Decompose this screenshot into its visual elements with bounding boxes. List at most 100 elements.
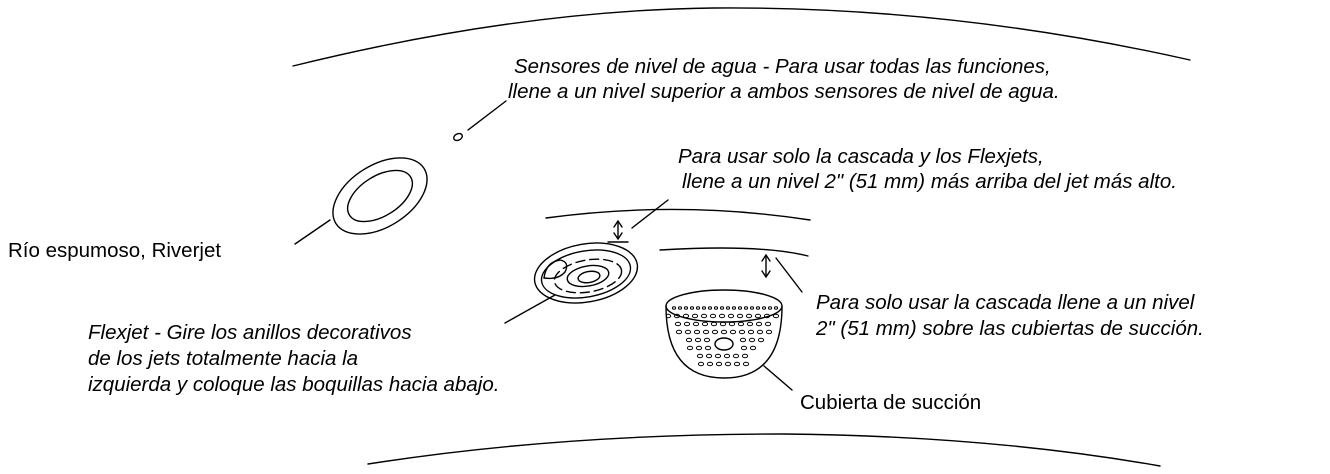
- suction-hole: [686, 345, 694, 351]
- suction-hole: [704, 345, 712, 351]
- suction-hole: [682, 313, 690, 319]
- cascade-only-leader-line: [775, 257, 803, 293]
- riverjet-fitting: [332, 157, 428, 235]
- suction-hole: [714, 299, 717, 301]
- suction-hole: [700, 313, 708, 319]
- suction-hole: [756, 329, 764, 335]
- suction-hole: [755, 306, 761, 310]
- suction-hole: [728, 321, 736, 327]
- suction-hole: [694, 337, 702, 343]
- suction-hole: [736, 313, 744, 319]
- suction-hole: [757, 337, 765, 343]
- suction-hole: [703, 337, 711, 343]
- suction-hole: [666, 313, 672, 319]
- suction-hole: [675, 329, 683, 335]
- suction-hole: [737, 306, 743, 310]
- water-level-sensor: [453, 132, 463, 142]
- cascade-only-label-line1: Para solo usar la cascada llene a un niv…: [816, 291, 1195, 314]
- riverjet-leader-line: [294, 219, 331, 245]
- water-level-line-lower: [659, 247, 809, 257]
- suction-hole: [689, 306, 695, 310]
- suction-hole: [749, 345, 757, 351]
- suction-cover-leader-line: [763, 365, 793, 391]
- suction-hole: [754, 313, 762, 319]
- suction-hole: [683, 321, 691, 327]
- suction-hole: [718, 313, 726, 319]
- suction-hole: [702, 329, 710, 335]
- suction-hole: [733, 361, 741, 367]
- suction-hole: [702, 299, 705, 301]
- suction-hole: [684, 329, 692, 335]
- sensors-label-line1: Sensores de nivel de agua - Para usar to…: [514, 55, 1051, 78]
- suction-hole: [731, 306, 737, 310]
- flexjet-fitting: [533, 242, 639, 304]
- suction-hole: [706, 361, 714, 367]
- flexjet-leader-line: [504, 294, 556, 324]
- suction-cover: [665, 289, 783, 379]
- suction-hole: [701, 321, 709, 327]
- suction-hole: [678, 299, 681, 301]
- suction-hole: [709, 313, 717, 319]
- suction-hole: [726, 299, 729, 301]
- suction-hole: [697, 361, 705, 367]
- suction-hole: [685, 337, 693, 343]
- suction-hole: [701, 306, 707, 310]
- sensor-leader-line: [467, 100, 507, 131]
- flexjet-label-line3: izquierda y coloque las boquillas hacia …: [88, 373, 500, 396]
- suction-hole: [692, 321, 700, 327]
- suction-hole: [768, 299, 771, 301]
- suction-hole: [684, 299, 687, 301]
- suction-hole: [750, 299, 753, 301]
- suction-hole: [695, 306, 701, 310]
- riverjet-label: Río espumoso, Riverjet: [8, 239, 222, 262]
- suction-hole: [671, 306, 677, 310]
- suction-hole: [738, 299, 741, 301]
- suction-hole: [756, 299, 759, 301]
- cascade-flexjets-leader-line: [631, 199, 669, 229]
- suction-hole: [696, 353, 704, 359]
- spa-rim-bottom: [367, 433, 1161, 467]
- suction-hole: [720, 329, 728, 335]
- suction-hole: [715, 361, 723, 367]
- suction-hole: [744, 299, 747, 301]
- suction-hole: [710, 321, 718, 327]
- suction-hole: [672, 299, 675, 301]
- suction-hole: [742, 361, 750, 367]
- suction-hole: [732, 299, 735, 301]
- cascade-flexjets-label-line2: llene a un nivel 2" (51 mm) más arriba d…: [682, 170, 1177, 193]
- suction-hole: [762, 299, 765, 301]
- suction-hole: [761, 306, 767, 310]
- suction-hole: [743, 306, 749, 310]
- suction-hole: [725, 306, 731, 310]
- suction-hole: [707, 306, 713, 310]
- suction-hole: [767, 306, 773, 310]
- cascade-flexjets-label-line1: Para usar solo la cascada y los Flexjets…: [678, 145, 1044, 168]
- spa-rim-top: [292, 7, 1191, 67]
- suction-hole: [711, 329, 719, 335]
- suction-hole: [763, 313, 771, 319]
- suction-hole: [747, 329, 755, 335]
- sensors-label-line2: llene a un nivel superior a ambos sensor…: [508, 80, 1060, 103]
- suction-hole: [764, 321, 772, 327]
- suction-hole: [741, 353, 749, 359]
- suction-hole: [696, 299, 699, 301]
- water-level-line-upper: [545, 208, 811, 221]
- suction-cover-label: Cubierta de succión: [800, 391, 982, 414]
- suction-hole: [719, 321, 727, 327]
- suction-hole: [748, 337, 756, 343]
- suction-hole: [738, 329, 746, 335]
- suction-hole: [713, 306, 719, 310]
- suction-hole: [719, 306, 725, 310]
- flexjet-label-line2: de los jets totalmente hacia la: [88, 347, 359, 370]
- suction-hole: [737, 321, 745, 327]
- suction-hole: [705, 353, 713, 359]
- suction-hole: [724, 361, 732, 367]
- suction-hole: [749, 306, 755, 310]
- suction-hole: [739, 337, 747, 343]
- suction-hole: [740, 345, 748, 351]
- suction-hole: [720, 299, 723, 301]
- suction-hole: [765, 329, 773, 335]
- suction-hole: [745, 313, 753, 319]
- suction-hole: [755, 321, 763, 327]
